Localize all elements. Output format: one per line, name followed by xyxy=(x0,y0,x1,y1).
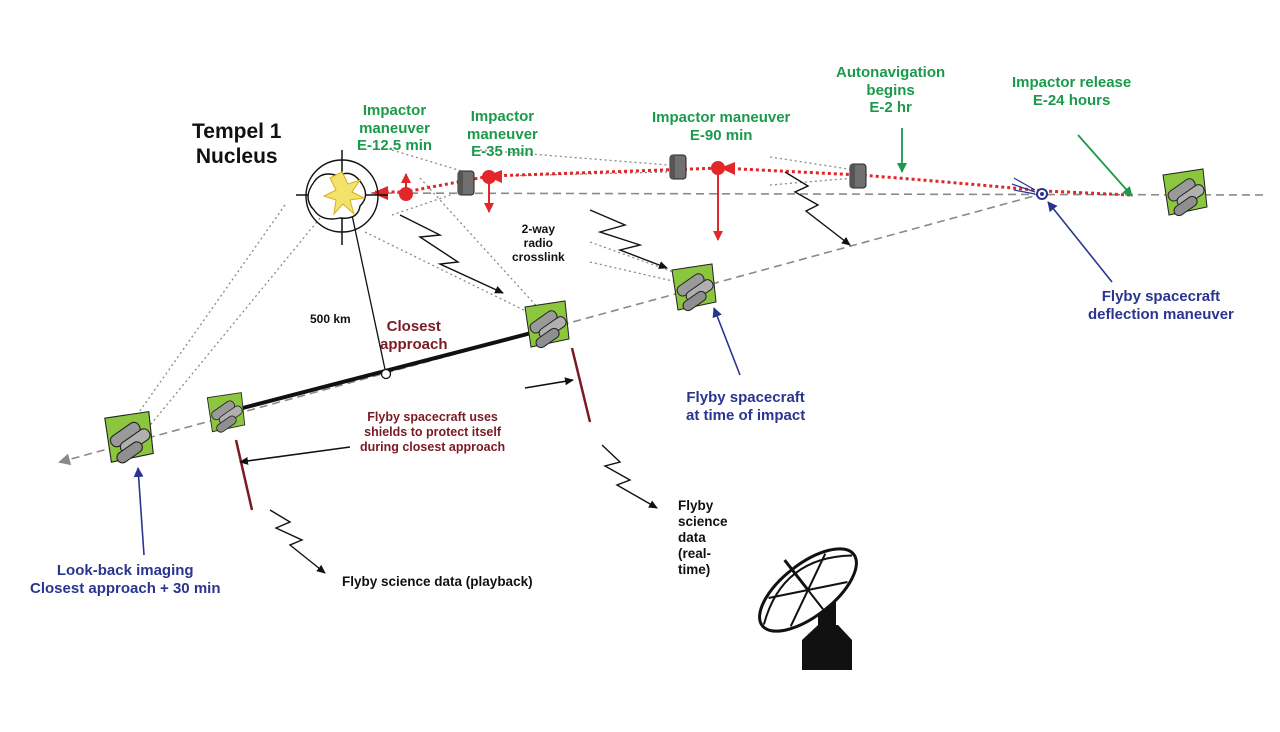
lookback-label: Look-back imaging Closest approach + 30 … xyxy=(30,562,220,597)
maneuver-label-e12-5: Impactor maneuver E-12.5 min xyxy=(357,102,432,155)
flyby-spacecraft-icon xyxy=(1162,168,1208,219)
label-line: time) xyxy=(678,561,711,577)
nucleus-label-line: Nucleus xyxy=(195,144,278,168)
label-line: Autonavigation xyxy=(836,64,946,81)
release-label: Impactor release E-24 hours xyxy=(1012,74,1131,109)
label-line: begins xyxy=(866,81,915,99)
realtime-label: Flyby science data (real- time) xyxy=(678,498,728,578)
closest-approach-label: Closest approach xyxy=(380,318,448,353)
label-line: radio xyxy=(523,236,554,251)
flyby-spacecraft-icon xyxy=(104,411,154,466)
label-line: data xyxy=(678,529,706,545)
shield-span-arrow xyxy=(239,377,574,465)
label-line: approach xyxy=(380,335,448,353)
label-line: maneuver xyxy=(359,119,430,137)
label-line: Flyby xyxy=(678,498,714,513)
shields-label: Flyby spacecraft uses shields to protect… xyxy=(360,410,505,454)
deflection-point xyxy=(1011,177,1048,200)
label-line: during closest approach xyxy=(360,439,506,454)
label-line: Impactor release xyxy=(1012,74,1132,91)
impactor-maneuvers xyxy=(399,161,725,241)
label-line: at time of impact xyxy=(686,406,806,424)
nucleus-label-line: Tempel 1 xyxy=(192,120,282,143)
ground-antenna-icon xyxy=(758,547,858,670)
comet-nucleus-icon xyxy=(296,150,388,245)
label-line: Impactor xyxy=(362,102,427,119)
distance-label: 500 km xyxy=(310,312,351,326)
label-line: E-2 hr xyxy=(869,99,912,117)
label-line: Flyby spacecraft xyxy=(1101,288,1221,305)
label-line: (real- xyxy=(678,545,712,561)
playback-label: Flyby science data (playback) xyxy=(342,574,533,589)
label-line: Flyby spacecraft uses xyxy=(367,410,498,424)
label-line: Impactor xyxy=(470,108,535,125)
label-line: Closest xyxy=(386,318,441,335)
label-line: shields to protect itself xyxy=(364,424,501,439)
flyby-spacecraft-icon xyxy=(206,392,246,435)
nucleus-label: Tempel 1 Nucleus xyxy=(192,120,281,170)
label-line: Impactor maneuver xyxy=(652,109,791,126)
label-line: Closest approach + 30 min xyxy=(30,579,221,597)
autonav-label: Autonavigation begins E-2 hr xyxy=(836,64,945,117)
label-line: E-35 min xyxy=(471,143,534,161)
callout-arrows-blue xyxy=(133,201,1113,556)
shield-markers xyxy=(234,347,592,511)
maneuver-label-e35: Impactor maneuver E-35 min xyxy=(467,108,538,161)
label-line: Flyby spacecraft xyxy=(686,389,805,406)
flyby-spacecraft-icon xyxy=(671,263,717,314)
label-line: Look-back imaging xyxy=(56,562,194,579)
deflection-label: Flyby spacecraft deflection maneuver xyxy=(1088,288,1234,323)
impact-time-label: Flyby spacecraft at time of impact xyxy=(686,389,805,424)
label-line: crosslink xyxy=(512,250,565,265)
crosslink-label: 2-way radio crosslink xyxy=(512,222,565,264)
impactor-trajectory xyxy=(372,162,1131,200)
maneuver-label-e90: Impactor maneuver E-90 min xyxy=(652,109,790,144)
label-line: E-12.5 min xyxy=(357,137,433,155)
lightning-link-icon xyxy=(269,171,851,574)
flyby-spacecraft-icon xyxy=(524,300,570,351)
label-line: science xyxy=(678,513,728,529)
label-line: deflection maneuver xyxy=(1088,305,1234,323)
closest-approach-segment xyxy=(234,214,536,412)
label-line: E-24 hours xyxy=(1032,91,1111,109)
label-line: 2-way xyxy=(521,222,556,236)
callout-arrows-green xyxy=(897,128,1133,197)
label-line: E-90 min xyxy=(689,126,753,144)
label-line: maneuver xyxy=(467,125,538,143)
